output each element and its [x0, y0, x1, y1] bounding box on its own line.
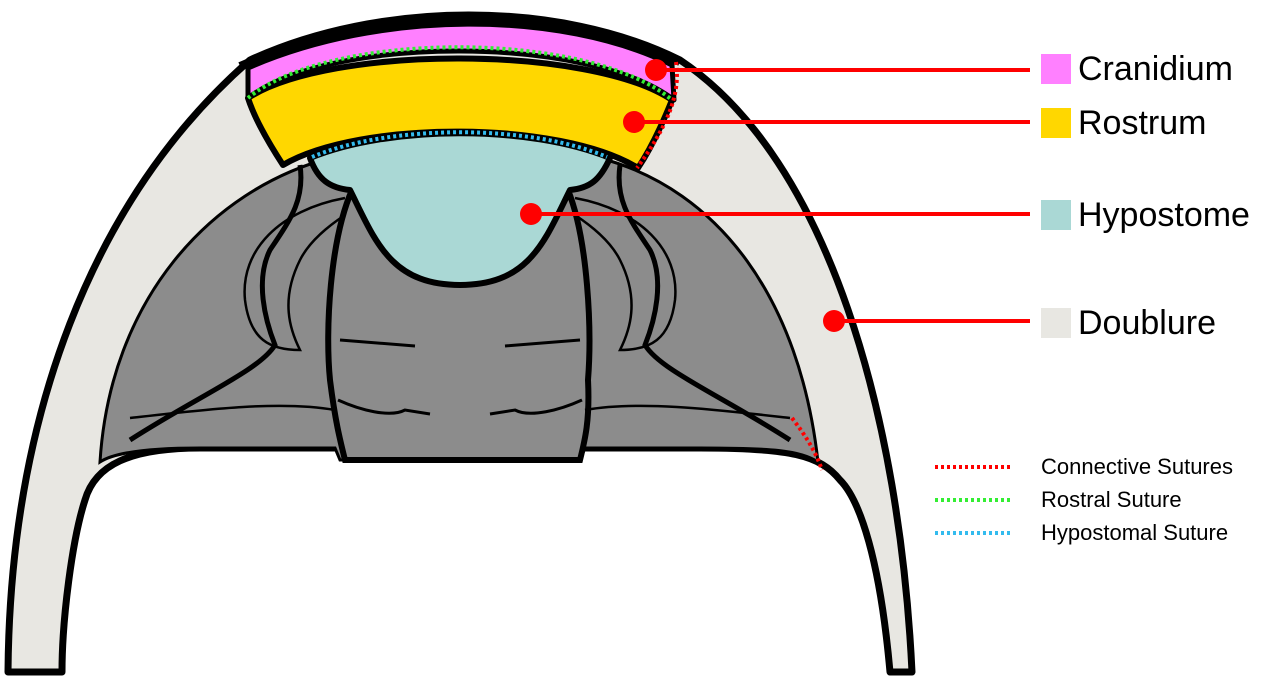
legend-label-connective-sutures: Connective Sutures — [1041, 454, 1233, 479]
leader-cranidium — [645, 59, 1030, 81]
glabella-furrows — [337, 338, 583, 416]
legend-label-rostrum: Rostrum — [1078, 104, 1206, 142]
leader-doublure — [823, 310, 1030, 332]
legend-label-cranidium: Cranidium — [1078, 50, 1233, 88]
leader-hypostome — [520, 203, 1030, 225]
legend-label-hypostome: Hypostome — [1078, 196, 1250, 234]
legend-label-rostral-suture: Rostral Suture — [1041, 487, 1182, 512]
hypostomal-suture — [311, 130, 608, 159]
legend-parts: Cranidium Rostrum Hypostome Doublure — [1041, 50, 1250, 342]
eye-right — [574, 196, 677, 352]
legend-sutures: Connective Sutures Rostral Suture Hypost… — [935, 454, 1233, 545]
librigena-furrows — [129, 404, 791, 420]
swatch-rostrum — [1041, 108, 1071, 138]
connective-suture-bottom — [790, 416, 824, 471]
swatch-hypostome — [1041, 200, 1071, 230]
legend-label-hypostomal-suture: Hypostomal Suture — [1041, 520, 1228, 545]
top-outline — [238, 15, 682, 70]
leader-rostrum — [623, 111, 1030, 133]
legend-label-doublure: Doublure — [1078, 304, 1216, 342]
rostral-suture — [246, 45, 674, 102]
eye-left — [243, 196, 346, 352]
connective-suture-top — [635, 61, 679, 170]
swatch-cranidium — [1041, 54, 1071, 84]
glabella-outline — [325, 188, 593, 463]
swatch-doublure — [1041, 308, 1071, 338]
